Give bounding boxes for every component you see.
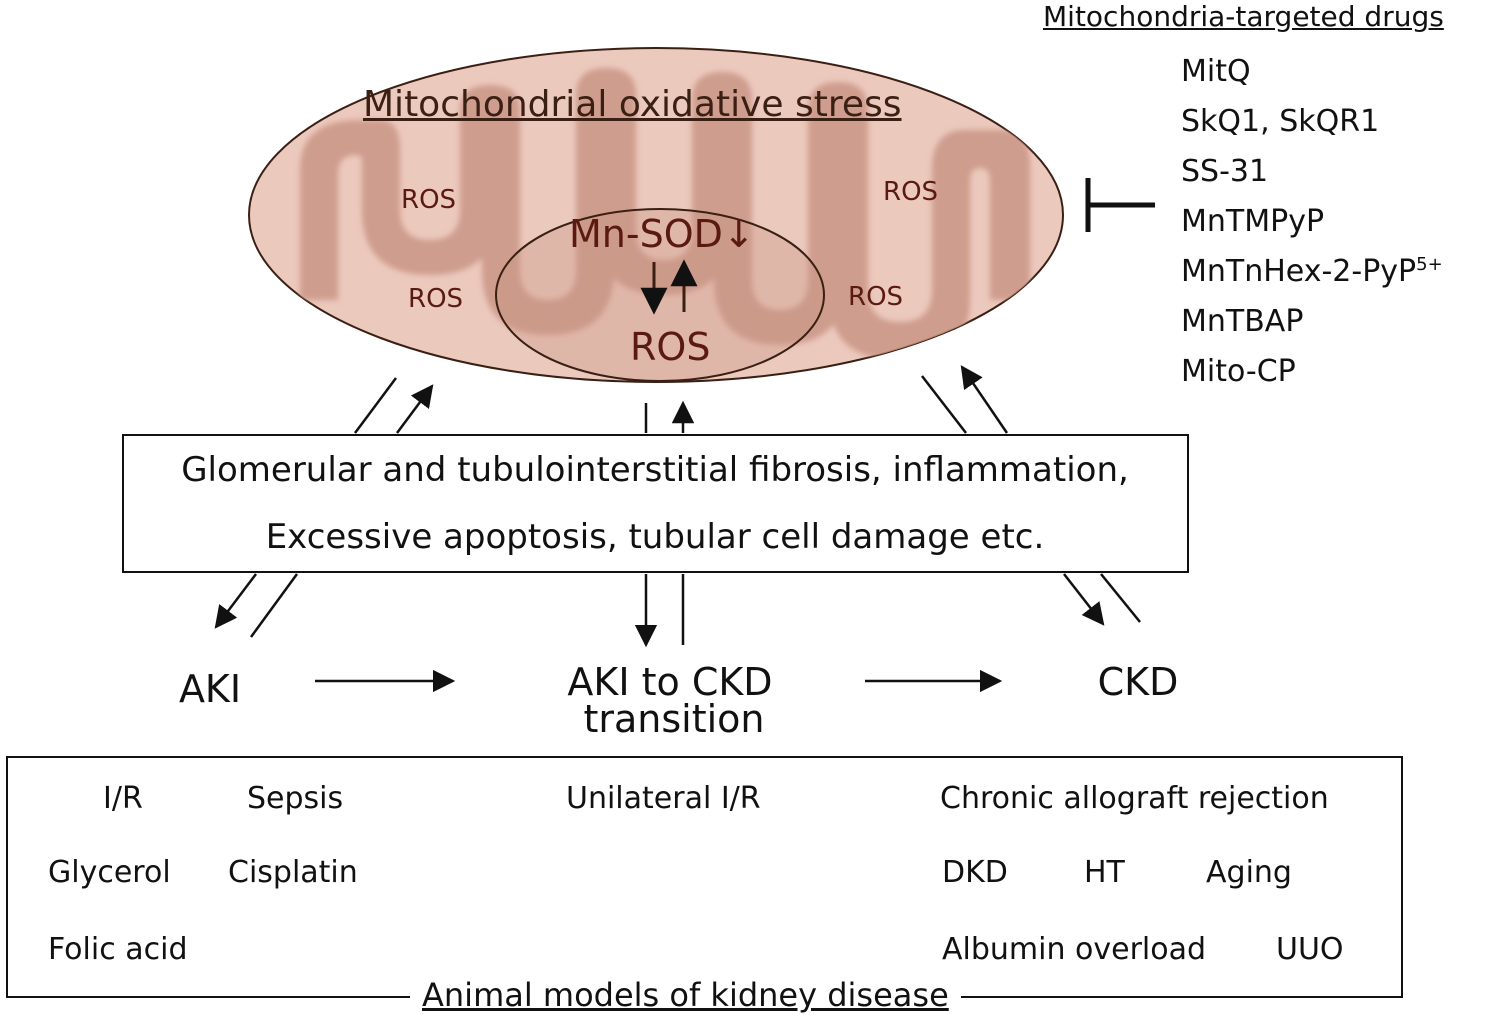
damage-box-line-2: Excessive apoptosis, tubular cell damage… xyxy=(265,517,1045,557)
model-dkd: DKD xyxy=(942,855,1008,890)
model-aging: Aging xyxy=(1206,855,1292,890)
mn-sod-label: Mn-SOD↓ xyxy=(569,212,755,256)
ros-label: ROS xyxy=(401,185,457,215)
drug-name: MnTBAP xyxy=(1181,304,1304,339)
model-uuo: UUO xyxy=(1276,932,1344,967)
stage-transition-line-1: AKI to CKD xyxy=(567,660,773,704)
drug-item: SkQ1, SkQR1 xyxy=(1181,104,1379,139)
stage-transition-line-2: transition xyxy=(583,697,765,741)
drug-item: Mito-CP xyxy=(1181,354,1296,389)
damage-box-line-1: Glomerular and tubulointerstitial fibros… xyxy=(181,450,1129,490)
drug-item: MnTnHex-2-PyP5+ xyxy=(1181,254,1443,289)
mitochondria-title: Mitochondrial oxidative stress xyxy=(363,84,902,125)
drug-item: SS-31 xyxy=(1181,154,1268,189)
mitochondrion xyxy=(248,47,1064,383)
model-sepsis: Sepsis xyxy=(247,781,344,816)
drug-item: MitQ xyxy=(1181,54,1251,89)
model-unilateral-ir: Unilateral I/R xyxy=(566,781,761,816)
model-albumin-overload: Albumin overload xyxy=(942,932,1207,967)
model-ht: HT xyxy=(1084,855,1125,890)
drug-superscript: 5+ xyxy=(1416,254,1443,275)
mitochondrial-cristae xyxy=(300,68,1030,360)
damage-box xyxy=(122,434,1189,573)
stage-aki: AKI xyxy=(178,667,242,711)
drug-name: SS-31 xyxy=(1181,154,1269,189)
drug-item: MnTMPyP xyxy=(1181,204,1324,239)
animal-models-title: Animal models of kidney disease xyxy=(410,976,961,1014)
model-glycerol: Glycerol xyxy=(48,855,171,890)
core-ros-label: ROS xyxy=(630,325,711,369)
drug-name: SkQ1, SkQR1 xyxy=(1181,104,1380,139)
drug-name: Mito-CP xyxy=(1181,354,1296,389)
model-cisplatin: Cisplatin xyxy=(228,855,358,890)
model-aki-ir: I/R xyxy=(103,781,143,816)
ros-label: ROS xyxy=(848,282,904,312)
ros-label: ROS xyxy=(408,284,464,314)
inhibition-symbol xyxy=(1085,178,1155,232)
damage-stage-arrows xyxy=(214,573,1141,648)
model-folic-acid: Folic acid xyxy=(48,932,188,967)
mito-damage-arrows xyxy=(353,365,1009,434)
drugs-title: Mitochondria-targeted drugs xyxy=(1043,0,1444,33)
stage-ckd: CKD xyxy=(1097,660,1179,704)
drug-name: MnTMPyP xyxy=(1181,204,1325,239)
model-chronic-allograft: Chronic allograft rejection xyxy=(940,781,1329,816)
ros-label: ROS xyxy=(883,177,939,207)
drug-name: MitQ xyxy=(1181,54,1251,89)
drug-item: MnTBAP xyxy=(1181,304,1303,339)
drug-name: MnTnHex-2-PyP xyxy=(1181,254,1417,289)
